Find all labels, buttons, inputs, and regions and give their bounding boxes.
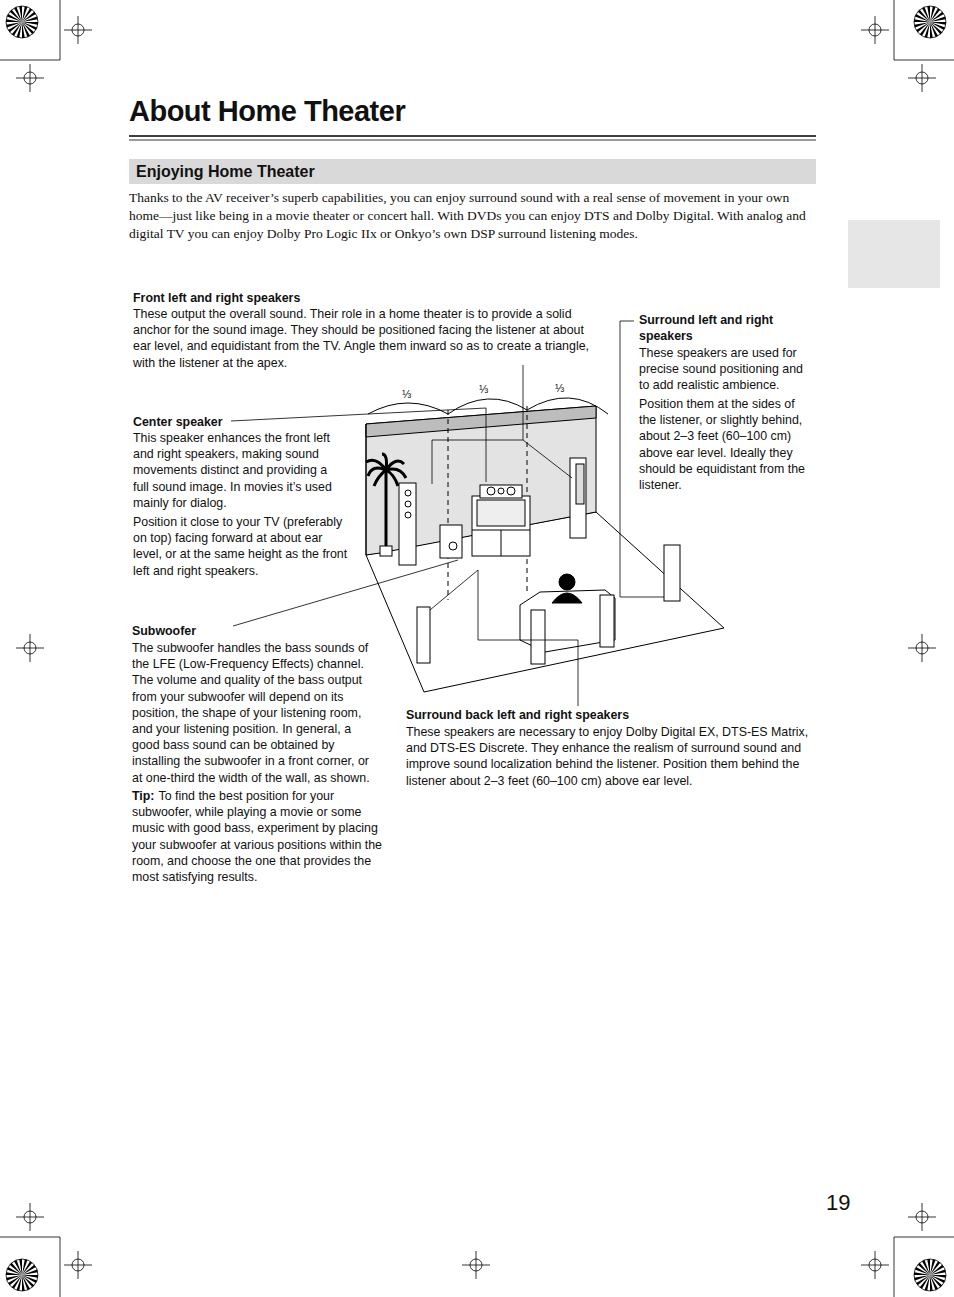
- callout-body: This speaker enhances the front left and…: [133, 430, 345, 511]
- callout-heading: Front left and right speakers: [133, 290, 603, 306]
- text-block: Center speaker: [133, 414, 348, 430]
- page-number: 19: [826, 1190, 866, 1216]
- tip-label: Tip:: [132, 789, 154, 803]
- text-block: These output the overall sound. Their ro…: [133, 306, 599, 371]
- text-block: Thanks to the AV receiver’s superb capab…: [129, 189, 819, 244]
- intro-paragraph: Thanks to the AV receiver’s superb capab…: [129, 189, 819, 244]
- callout-heading: Surround left and right speakers: [639, 312, 811, 344]
- text-block: 19: [826, 1190, 866, 1216]
- text-block: Surround back left and right speakers: [406, 707, 820, 723]
- text-block: Position it close to your TV (preferably…: [133, 514, 351, 579]
- callout-heading: Center speaker: [133, 414, 348, 430]
- side-tab: [848, 220, 940, 288]
- tip-body: To find the best position for your subwo…: [132, 789, 382, 884]
- section-band: Enjoying Home Theater: [129, 159, 816, 184]
- text-block: Front left and right speakers: [133, 290, 603, 306]
- callout-body: These speakers are necessary to enjoy Do…: [406, 724, 820, 789]
- text-block: Tip:To find the best position for your s…: [132, 788, 382, 885]
- text-block: These speakers are used for precise soun…: [639, 345, 815, 394]
- text-block: ⅓: [555, 380, 575, 396]
- text-block: ⅓: [479, 381, 499, 397]
- text-block: These speakers are necessary to enjoy Do…: [406, 724, 820, 789]
- dimension-fraction: ⅓: [402, 386, 422, 402]
- callout-body: Position them at the sides of the listen…: [639, 396, 815, 493]
- callout-body: These speakers are used for precise soun…: [639, 345, 815, 394]
- text-block: Position them at the sides of the listen…: [639, 396, 815, 493]
- callout-heading: Subwoofer: [132, 623, 382, 639]
- text-block: Subwoofer: [132, 623, 382, 639]
- callout-body: These output the overall sound. Their ro…: [133, 306, 599, 371]
- callout-body: The subwoofer handles the bass sounds of…: [132, 640, 382, 786]
- section-heading: Enjoying Home Theater: [136, 162, 809, 181]
- dimension-fraction: ⅓: [479, 381, 499, 397]
- text-block: Surround left and right speakers: [639, 312, 811, 344]
- text-block: This speaker enhances the front left and…: [133, 430, 345, 511]
- dimension-fraction: ⅓: [555, 380, 575, 396]
- page-title: About Home Theater: [129, 95, 405, 128]
- title-rule: [129, 140, 816, 141]
- text-block: ⅓: [402, 386, 422, 402]
- callout-heading: Surround back left and right speakers: [406, 707, 820, 723]
- title-rule: [129, 135, 816, 137]
- callout-body: Position it close to your TV (preferably…: [133, 514, 351, 579]
- text-block: The subwoofer handles the bass sounds of…: [132, 640, 382, 786]
